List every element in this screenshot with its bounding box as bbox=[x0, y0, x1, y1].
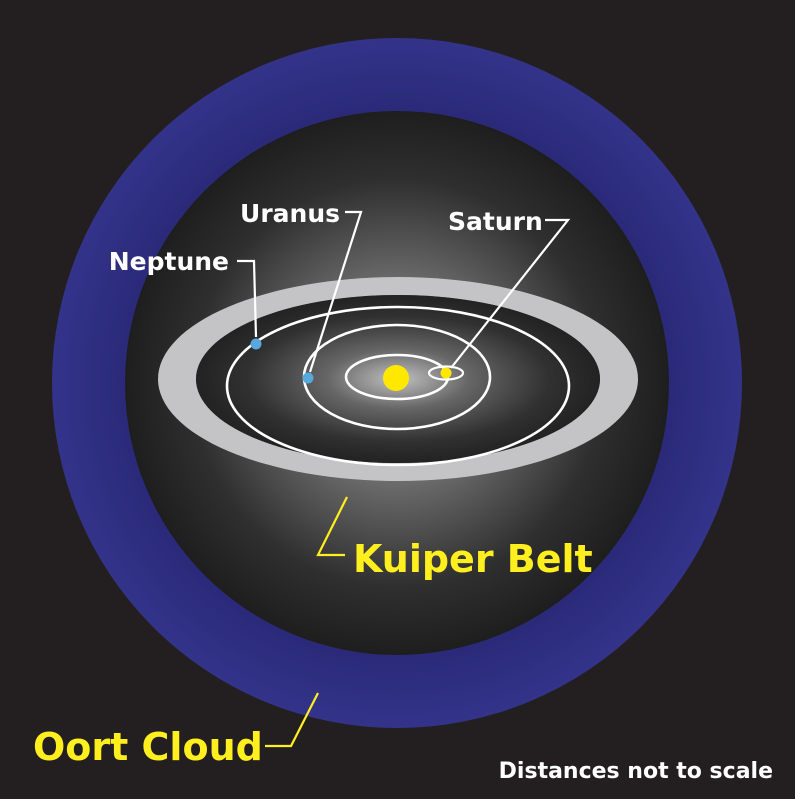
oort-cloud-leader bbox=[265, 692, 319, 748]
kuiper-belt-label: Kuiper Belt bbox=[353, 537, 593, 581]
scale-note: Distances not to scale bbox=[499, 759, 773, 784]
sun bbox=[383, 365, 409, 391]
saturn-ring bbox=[427, 365, 465, 381]
saturn-label: Saturn bbox=[448, 207, 543, 236]
uranus-leader bbox=[308, 210, 363, 373]
neptune-leader bbox=[237, 259, 258, 338]
neptune-planet bbox=[250, 338, 262, 350]
kuiper-belt-leader bbox=[316, 496, 348, 557]
uranus-label: Uranus bbox=[240, 199, 340, 228]
oort-cloud-label: Oort Cloud bbox=[33, 725, 263, 769]
neptune-label: Neptune bbox=[109, 247, 229, 276]
uranus-planet bbox=[302, 372, 314, 384]
saturn-leader bbox=[450, 218, 571, 369]
saturn-planet bbox=[440, 367, 452, 379]
neptune-orbit bbox=[225, 305, 571, 467]
